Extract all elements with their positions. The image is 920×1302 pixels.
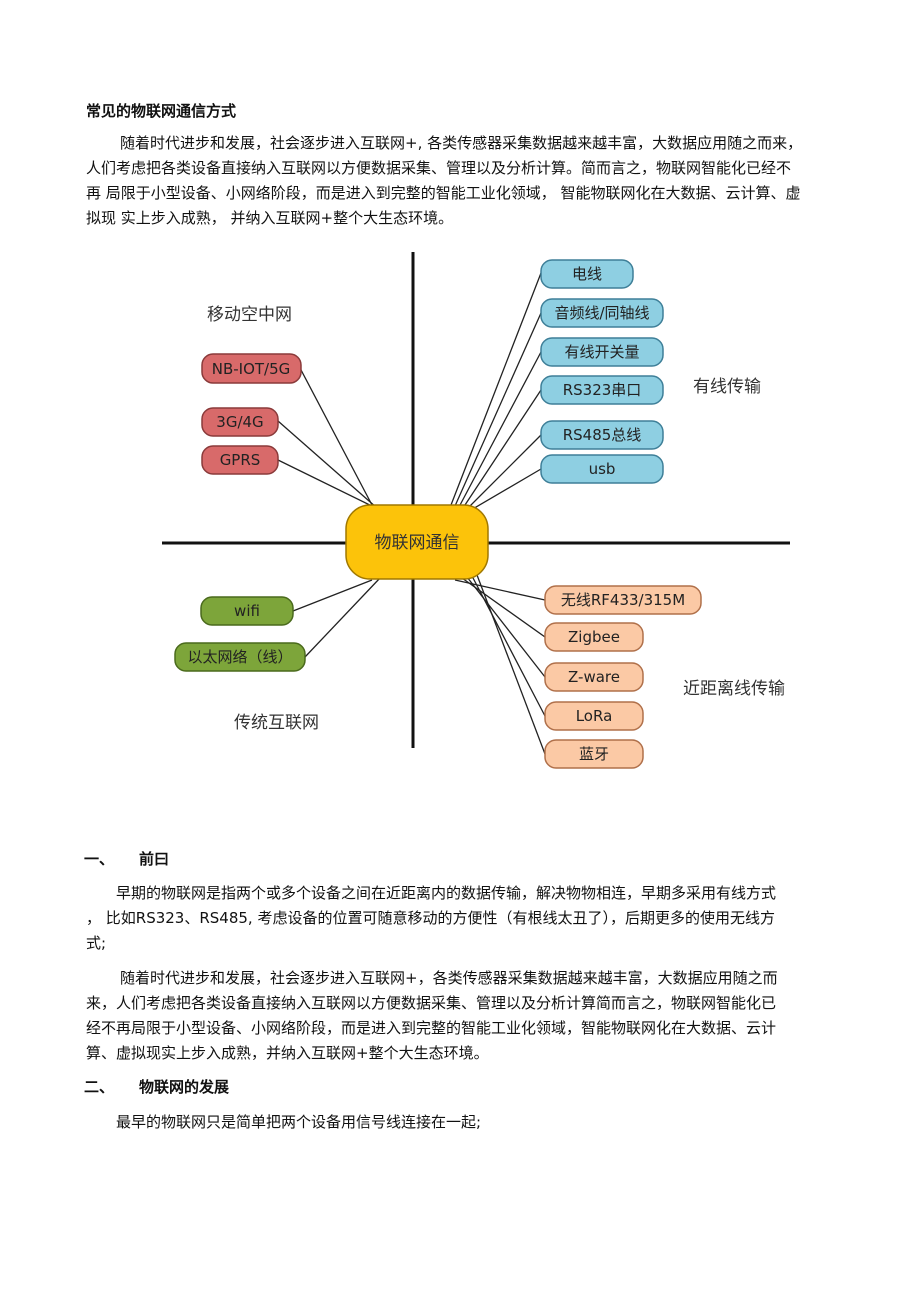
short-item-label: Z-ware xyxy=(568,668,620,686)
wired-item-power-line: 电线 xyxy=(540,259,634,289)
section2-number: 二、 xyxy=(84,1078,115,1096)
category-mobile-label: 移动空中网 xyxy=(207,305,292,325)
mobile-item-label: 3G/4G xyxy=(216,413,263,431)
mobile-item-label: GPRS xyxy=(220,451,261,469)
wired-item-label: RS485总线 xyxy=(563,426,642,444)
short-item-bluetooth: 蓝牙 xyxy=(544,739,644,769)
short-item-lora: LoRa xyxy=(544,701,644,731)
section2-paragraph: 最早的物联网只是简单把两个设备用信号线连接在一起; xyxy=(86,1110,481,1135)
short-item-label: 无线RF433/315M xyxy=(561,591,685,609)
paragraph-line: 最早的物联网只是简单把两个设备用信号线连接在一起; xyxy=(116,1113,482,1131)
paragraph-line: 随着时代进步和发展，社会逐步进入互联网+，各类传感器采集数据越来越丰富，大数据应… xyxy=(120,969,778,987)
short-item-label: Zigbee xyxy=(568,628,620,646)
section2-heading: 物联网的发展 xyxy=(139,1078,230,1096)
short-item-rf: 无线RF433/315M xyxy=(544,585,702,615)
paragraph-line: 早期的物联网是指两个或多个设备之间在近距离内的数据传输，解决物物相连，早期多采用… xyxy=(116,884,777,902)
paragraph-line: 经不再局限于小型设备、小网络阶段，而是进入到完整的智能工业化领域，智能物联网化在… xyxy=(86,1019,777,1037)
internet-item-wifi: wifi xyxy=(200,596,294,626)
paragraph-line: 式; xyxy=(86,934,107,952)
category-wired-label: 有线传输 xyxy=(693,377,761,397)
intro-line: 人们考虑把各类设备直接纳入互联网以方便数据采集、管理以及分析计算。简而言之，物联… xyxy=(86,159,792,177)
paragraph-line: ， 比如RS323、RS485, 考虑设备的位置可随意移动的方便性（有根线太丑了… xyxy=(86,909,775,927)
wired-item-switch: 有线开关量 xyxy=(540,337,664,367)
center-node: 物联网通信 xyxy=(345,504,489,580)
intro-paragraph: 随着时代进步和发展，社会逐步进入互联网+, 各类传感器采集数据越来越丰富，大数据… xyxy=(86,131,802,231)
wired-item-usb: usb xyxy=(540,454,664,484)
section1-heading: 前曰 xyxy=(139,850,170,868)
wired-item-label: 有线开关量 xyxy=(564,343,639,361)
intro-line: 拟现 实上步入成熟， 并纳入互联网+整个大生态环境。 xyxy=(86,209,454,227)
short-item-zigbee: Zigbee xyxy=(544,622,644,652)
wired-item-rs485: RS485总线 xyxy=(540,420,664,450)
wired-item-label: 音频线/同轴线 xyxy=(554,304,649,322)
short-item-label: 蓝牙 xyxy=(579,745,609,763)
wired-item-label: usb xyxy=(589,460,616,478)
section1-paragraph2: 随着时代进步和发展，社会逐步进入互联网+，各类传感器采集数据越来越丰富，大数据应… xyxy=(86,966,778,1066)
mobile-item-3g4g: 3G/4G xyxy=(201,407,279,437)
wired-item-rs323: RS323串口 xyxy=(540,375,664,405)
internet-item-label: 以太网络（线） xyxy=(187,648,292,666)
wired-item-label: RS323串口 xyxy=(563,381,642,399)
category-short-range-label: 近距离线传输 xyxy=(683,679,785,699)
short-item-zware: Z-ware xyxy=(544,662,644,692)
wired-item-coax: 音频线/同轴线 xyxy=(540,298,664,328)
intro-line: 随着时代进步和发展，社会逐步进入互联网+, 各类传感器采集数据越来越丰富，大数据… xyxy=(120,134,803,152)
internet-item-ethernet: 以太网络（线） xyxy=(174,642,306,672)
center-node-label: 物联网通信 xyxy=(375,533,460,553)
section1-number: 一、 xyxy=(84,850,115,868)
document-title: 常见的物联网通信方式 xyxy=(86,102,237,120)
internet-item-label: wifi xyxy=(234,602,260,620)
mobile-item-label: NB-IOT/5G xyxy=(212,360,291,378)
category-internet-label: 传统互联网 xyxy=(234,713,319,733)
section1-paragraph1: 早期的物联网是指两个或多个设备之间在近距离内的数据传输，解决物物相连，早期多采用… xyxy=(86,881,776,956)
short-item-label: LoRa xyxy=(576,707,613,725)
paragraph-line: 算、虚拟现实上步入成熟，并纳入互联网+整个大生态环境。 xyxy=(86,1044,489,1062)
mobile-item-nb-iot: NB-IOT/5G xyxy=(201,353,302,384)
iot-communication-diagram: NB-IOT/5G 3G/4G GPRS 电线 音频线/同轴线 有线开关量 RS… xyxy=(162,252,790,769)
paragraph-line: 来，人们考虑把各类设备直接纳入互联网以方便数据采集、管理以及分析计算简而言之，物… xyxy=(86,994,777,1012)
connector-lines xyxy=(277,272,546,755)
intro-line: 再 局限于小型设备、小网络阶段，而是进入到完整的智能工业化领域， 智能物联网化在… xyxy=(86,184,801,202)
mobile-item-gprs: GPRS xyxy=(201,445,279,475)
wired-item-label: 电线 xyxy=(572,265,602,283)
